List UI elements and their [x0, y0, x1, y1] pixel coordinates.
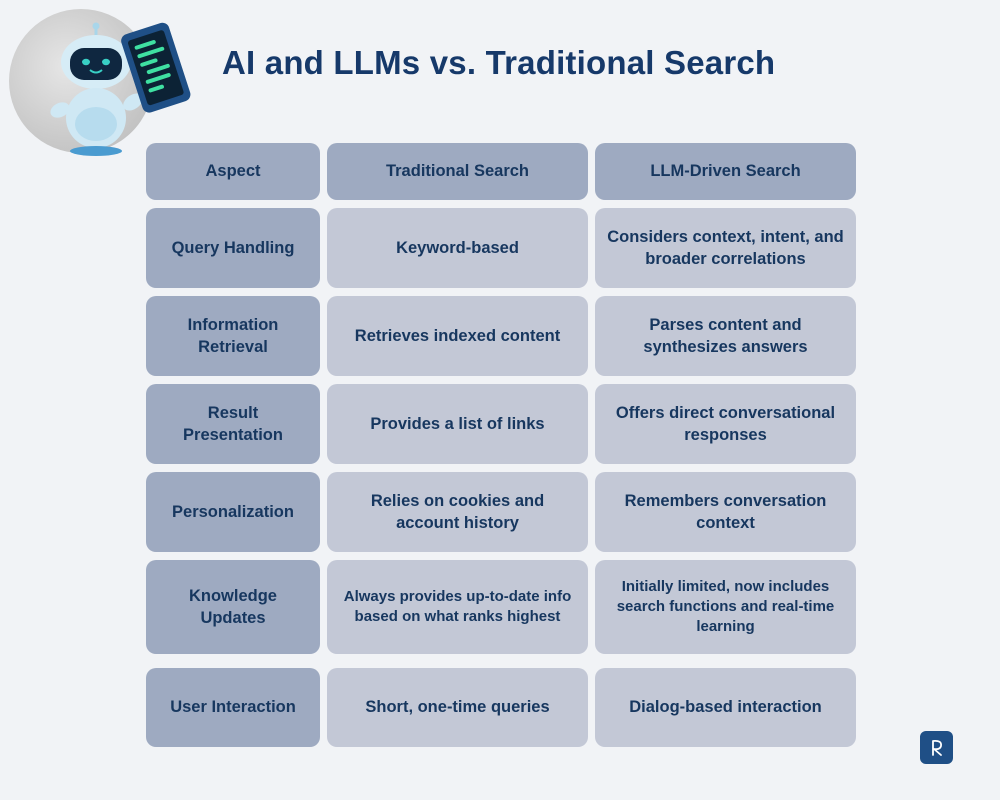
aspect-cell: Knowledge Updates: [146, 560, 320, 654]
traditional-cell: Short, one-time queries: [327, 668, 588, 747]
llm-cell: Parses content and synthesizes answers: [595, 296, 856, 376]
traditional-cell: Retrieves indexed content: [327, 296, 588, 376]
aspect-cell: Query Handling: [146, 208, 320, 288]
header-llm-driven-search: LLM-Driven Search: [595, 143, 856, 200]
robot-illustration-icon: [6, 6, 196, 161]
traditional-cell: Always provides up-to-date info based on…: [327, 560, 588, 654]
page-title: AI and LLMs vs. Traditional Search: [222, 44, 776, 81]
traditional-cell: Provides a list of links: [327, 384, 588, 464]
traditional-cell: Keyword-based: [327, 208, 588, 288]
header-traditional-search: Traditional Search: [327, 143, 588, 200]
llm-cell: Considers context, intent, and broader c…: [595, 208, 856, 288]
header-aspect: Aspect: [146, 143, 320, 200]
llm-cell: Offers direct conversational responses: [595, 384, 856, 464]
aspect-cell: Information Retrieval: [146, 296, 320, 376]
traditional-cell: Relies on cookies and account history: [327, 472, 588, 552]
llm-cell: Remembers conversation context: [595, 472, 856, 552]
aspect-cell: User Interaction: [146, 668, 320, 747]
aspect-cell: Personalization: [146, 472, 320, 552]
llm-cell: Initially limited, now includes search f…: [595, 560, 856, 654]
aspect-cell: Result Presentation: [146, 384, 320, 464]
llm-cell: Dialog-based interaction: [595, 668, 856, 747]
brand-logo-icon: [920, 731, 953, 764]
